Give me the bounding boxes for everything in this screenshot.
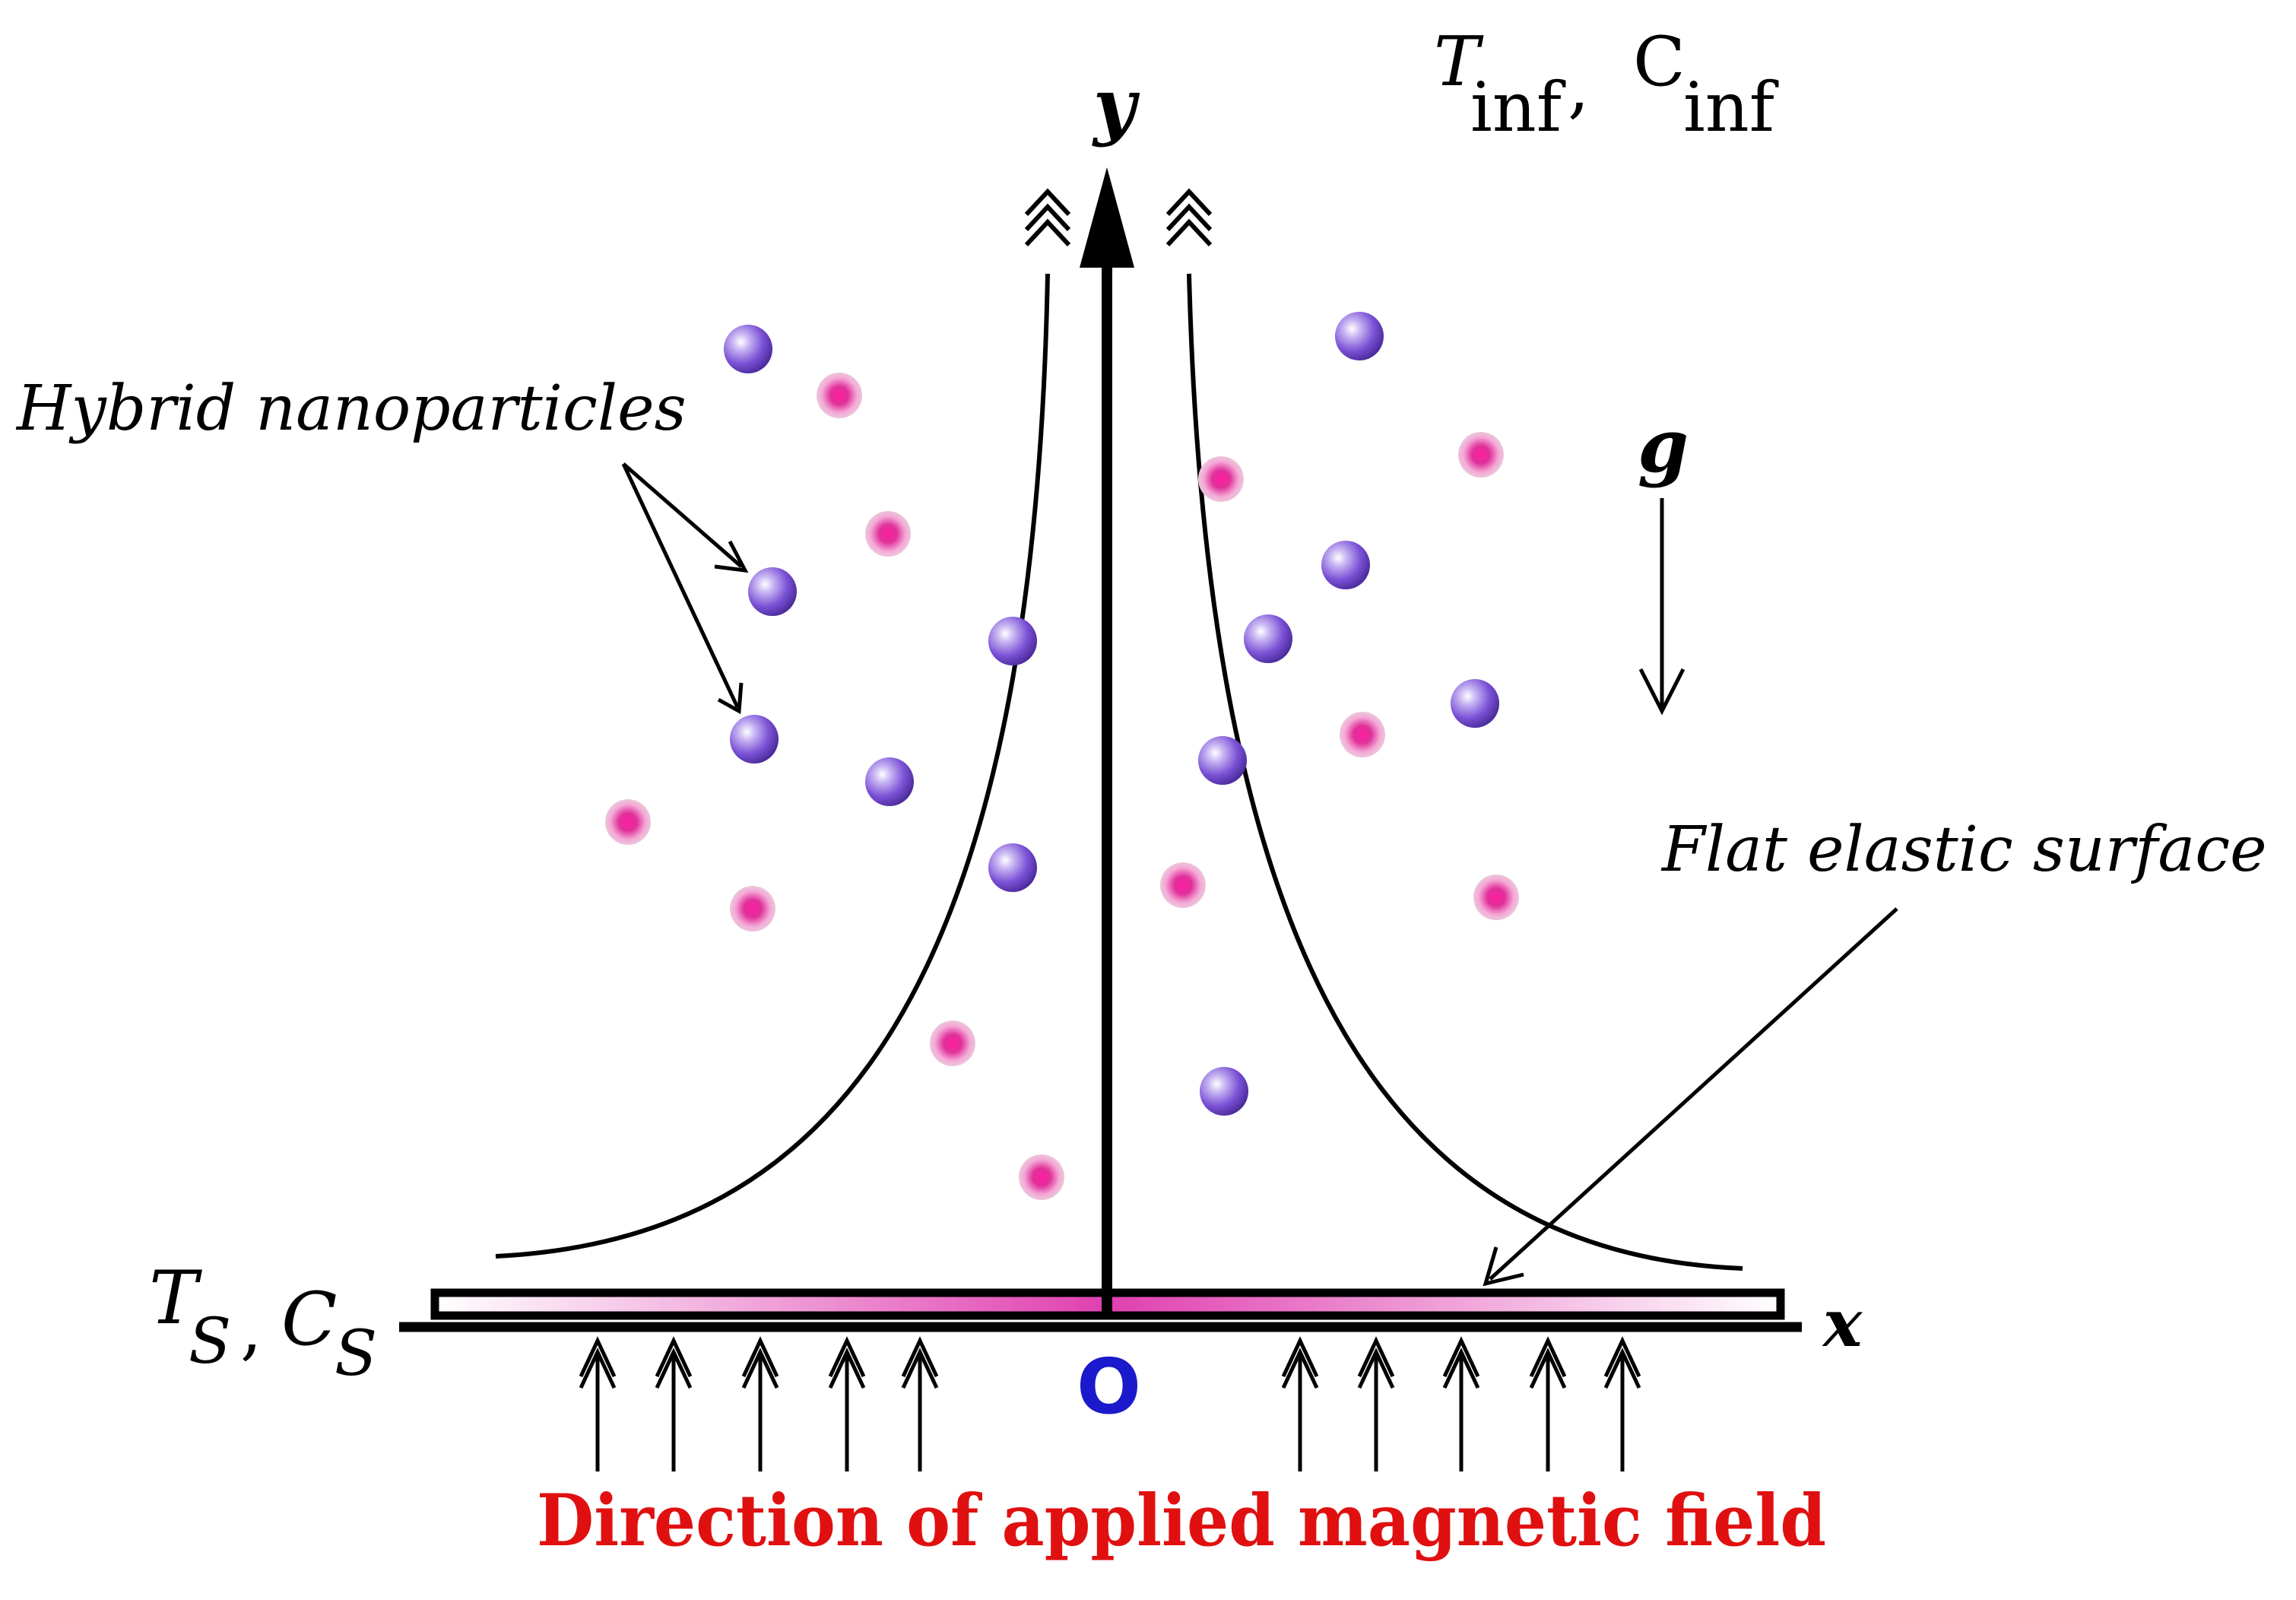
nanoparticle-pink (930, 1021, 975, 1066)
nanoparticle-purple (724, 325, 772, 373)
surface-c-subscript: S (335, 1318, 377, 1390)
nanoparticle-purple (748, 567, 797, 616)
nanoparticle-purple (1335, 312, 1384, 360)
ambient-separator: , (1568, 47, 1590, 127)
ambient-c-subscript: inf (1683, 68, 1779, 148)
nanoparticle-purple (1321, 541, 1370, 589)
origin-label: O (1077, 1342, 1141, 1431)
gravity-arrowhead-icon (1638, 668, 1686, 716)
flat-elastic-surface-label: Flat elastic surface (1660, 814, 2267, 886)
nanoparticle-purple (1244, 614, 1292, 663)
nanoparticle-purple (988, 617, 1037, 665)
gravity-label: g (1638, 403, 1689, 489)
ambient-t-symbol: T (1434, 22, 1484, 102)
magnetic-field-arrow-icon (1281, 1336, 1319, 1471)
nanoparticle-purple (1200, 1067, 1248, 1116)
nanoparticle-pointer-arrows (621, 462, 749, 715)
x-axis-label: x (1822, 1285, 1863, 1362)
nanoparticle-pink (730, 886, 775, 932)
nanoparticle-pink (817, 373, 862, 418)
surface-separator: , (240, 1289, 262, 1369)
nanoparticle-pink (1019, 1154, 1064, 1200)
nanoparticle-pink (865, 511, 911, 557)
nanoparticle-purple (1451, 679, 1499, 728)
nanoparticles (605, 312, 1519, 1200)
magnetic-field-arrow-icon (1442, 1336, 1480, 1471)
nanoparticle-purple (988, 843, 1037, 892)
surface-t-symbol: T (149, 1256, 202, 1341)
magnetic-field-arrow-icon (1529, 1336, 1567, 1471)
nanoparticle-pink (1340, 712, 1385, 757)
ambient-t-subscript: inf (1470, 68, 1566, 148)
nanoparticle-pink (605, 799, 651, 845)
nanoparticle-purple (730, 715, 779, 763)
nanoparticle-pink (1473, 875, 1519, 920)
nanoparticle-purple (865, 757, 914, 806)
magnetic-field-arrow-icon (901, 1336, 939, 1471)
magnetic-field-arrow-icon (655, 1336, 693, 1471)
ambient-conditions-label: T inf , C inf (1434, 22, 1779, 148)
flow-chevron-left-icon (1024, 188, 1071, 247)
surface-conditions-label: T S , C S (149, 1256, 377, 1390)
magnetic-field-arrow-icon (828, 1336, 866, 1471)
y-axis-arrowhead-icon (1080, 167, 1134, 268)
surface-c-symbol: C (281, 1277, 337, 1362)
magnetic-field-arrows (579, 1336, 1641, 1471)
gravity-arrow (1638, 498, 1686, 716)
magnetic-field-arrow-icon (1603, 1336, 1641, 1471)
ambient-c-symbol: C (1633, 22, 1686, 102)
y-axis-label: y (1092, 62, 1140, 148)
nanoparticle-pink (1458, 432, 1504, 478)
boundary-layer-left-curve (495, 273, 1050, 1259)
surface-pointer-arrow (1483, 907, 1898, 1287)
flow-chevron-right-icon (1165, 188, 1213, 247)
boundary-layer-right-curve (1187, 273, 1743, 1271)
nanoparticle-pink (1160, 862, 1206, 908)
surface-t-subscript: S (189, 1306, 231, 1378)
flat-elastic-surface (399, 1288, 1802, 1332)
magnetic-field-label: Direction of applied magnetic field (537, 1479, 1826, 1563)
magnetic-field-arrow-icon (1357, 1336, 1395, 1471)
magnetic-field-arrow-icon (579, 1336, 617, 1471)
y-axis (1080, 167, 1134, 1314)
magnetic-field-arrow-icon (741, 1336, 779, 1471)
hybrid-nanoparticles-label: Hybrid nanoparticles (15, 373, 687, 445)
nanoparticle-purple (1198, 736, 1247, 785)
nanoparticle-pink (1198, 456, 1244, 502)
